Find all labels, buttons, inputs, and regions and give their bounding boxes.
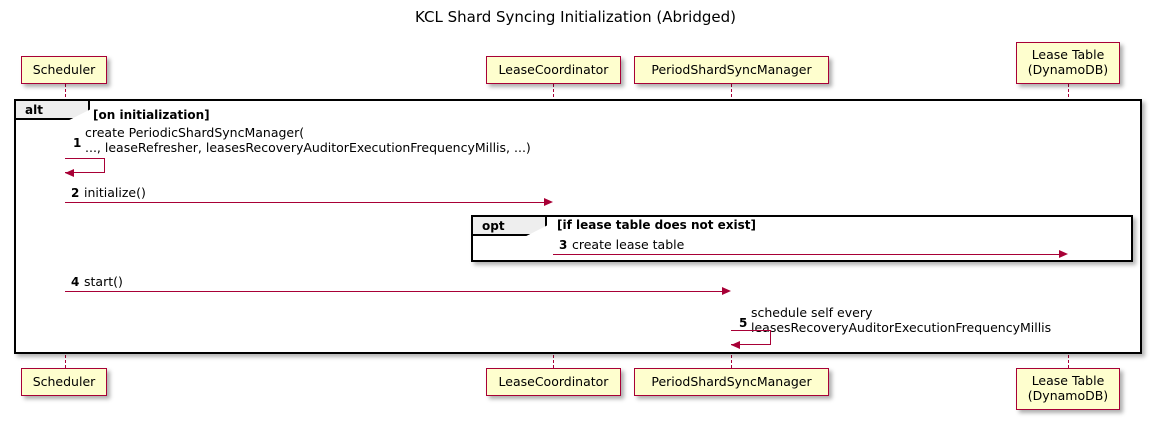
participant-leasetable-top[interactable]: Lease Table (DynamoDB) bbox=[1016, 42, 1120, 84]
message-5-text: schedule self every leasesRecoveryAudito… bbox=[751, 305, 1052, 335]
message-2-text: initialize() bbox=[84, 185, 146, 200]
message-2-arrowhead bbox=[544, 197, 553, 206]
message-1-number: 1 bbox=[73, 136, 82, 150]
fragment-alt-guard: [on initialization] bbox=[93, 108, 210, 122]
fragment-alt-operator: alt bbox=[25, 102, 43, 117]
participant-scheduler-bottom-label: Scheduler bbox=[32, 373, 96, 389]
fragment-opt-operator: opt bbox=[482, 218, 505, 233]
participant-leasetable-bottom[interactable]: Lease Table (DynamoDB) bbox=[1016, 368, 1120, 410]
message-3-line bbox=[553, 254, 1059, 255]
participant-periodshardsyncmanager-top-label: PeriodShardSyncManager bbox=[651, 61, 812, 77]
message-2-line bbox=[65, 202, 544, 203]
message-1-arrowhead bbox=[65, 168, 74, 177]
message-5-number: 5 bbox=[739, 316, 748, 330]
participant-periodshardsyncmanager-top[interactable]: PeriodShardSyncManager bbox=[634, 56, 829, 84]
message-5-self-loop bbox=[731, 330, 771, 345]
message-5-arrowhead bbox=[731, 340, 740, 349]
message-4-line bbox=[65, 291, 722, 292]
fragment-opt-guard: [if lease table does not exist] bbox=[557, 218, 757, 232]
message-4-arrowhead bbox=[722, 286, 731, 295]
participant-scheduler-top-label: Scheduler bbox=[32, 61, 96, 77]
participant-leasetable-top-label: Lease Table (DynamoDB) bbox=[1027, 47, 1109, 77]
message-2-number: 2 bbox=[71, 186, 80, 200]
diagram-title: KCL Shard Syncing Initialization (Abridg… bbox=[415, 8, 736, 26]
message-1-self-loop bbox=[65, 158, 105, 173]
message-1-text: create PeriodicShardSyncManager( ..., le… bbox=[85, 125, 531, 155]
participant-leasecoordinator-top[interactable]: LeaseCoordinator bbox=[486, 56, 621, 84]
message-3-arrowhead bbox=[1059, 249, 1068, 258]
participant-periodshardsyncmanager-bottom[interactable]: PeriodShardSyncManager bbox=[634, 368, 829, 396]
participant-leasetable-bottom-label: Lease Table (DynamoDB) bbox=[1027, 373, 1109, 403]
participant-leasecoordinator-bottom[interactable]: LeaseCoordinator bbox=[486, 368, 621, 396]
message-4-text: start() bbox=[84, 274, 123, 289]
participant-scheduler-top[interactable]: Scheduler bbox=[21, 56, 107, 84]
message-3-text: create lease table bbox=[572, 237, 685, 252]
fragment-opt-tab: opt bbox=[473, 217, 547, 236]
message-4-number: 4 bbox=[71, 275, 80, 289]
participant-scheduler-bottom[interactable]: Scheduler bbox=[21, 368, 107, 396]
message-3-number: 3 bbox=[559, 238, 568, 252]
participant-periodshardsyncmanager-bottom-label: PeriodShardSyncManager bbox=[651, 373, 812, 389]
fragment-alt-tab: alt bbox=[16, 101, 90, 120]
participant-leasecoordinator-top-label: LeaseCoordinator bbox=[498, 61, 609, 77]
participant-leasecoordinator-bottom-label: LeaseCoordinator bbox=[498, 373, 609, 389]
